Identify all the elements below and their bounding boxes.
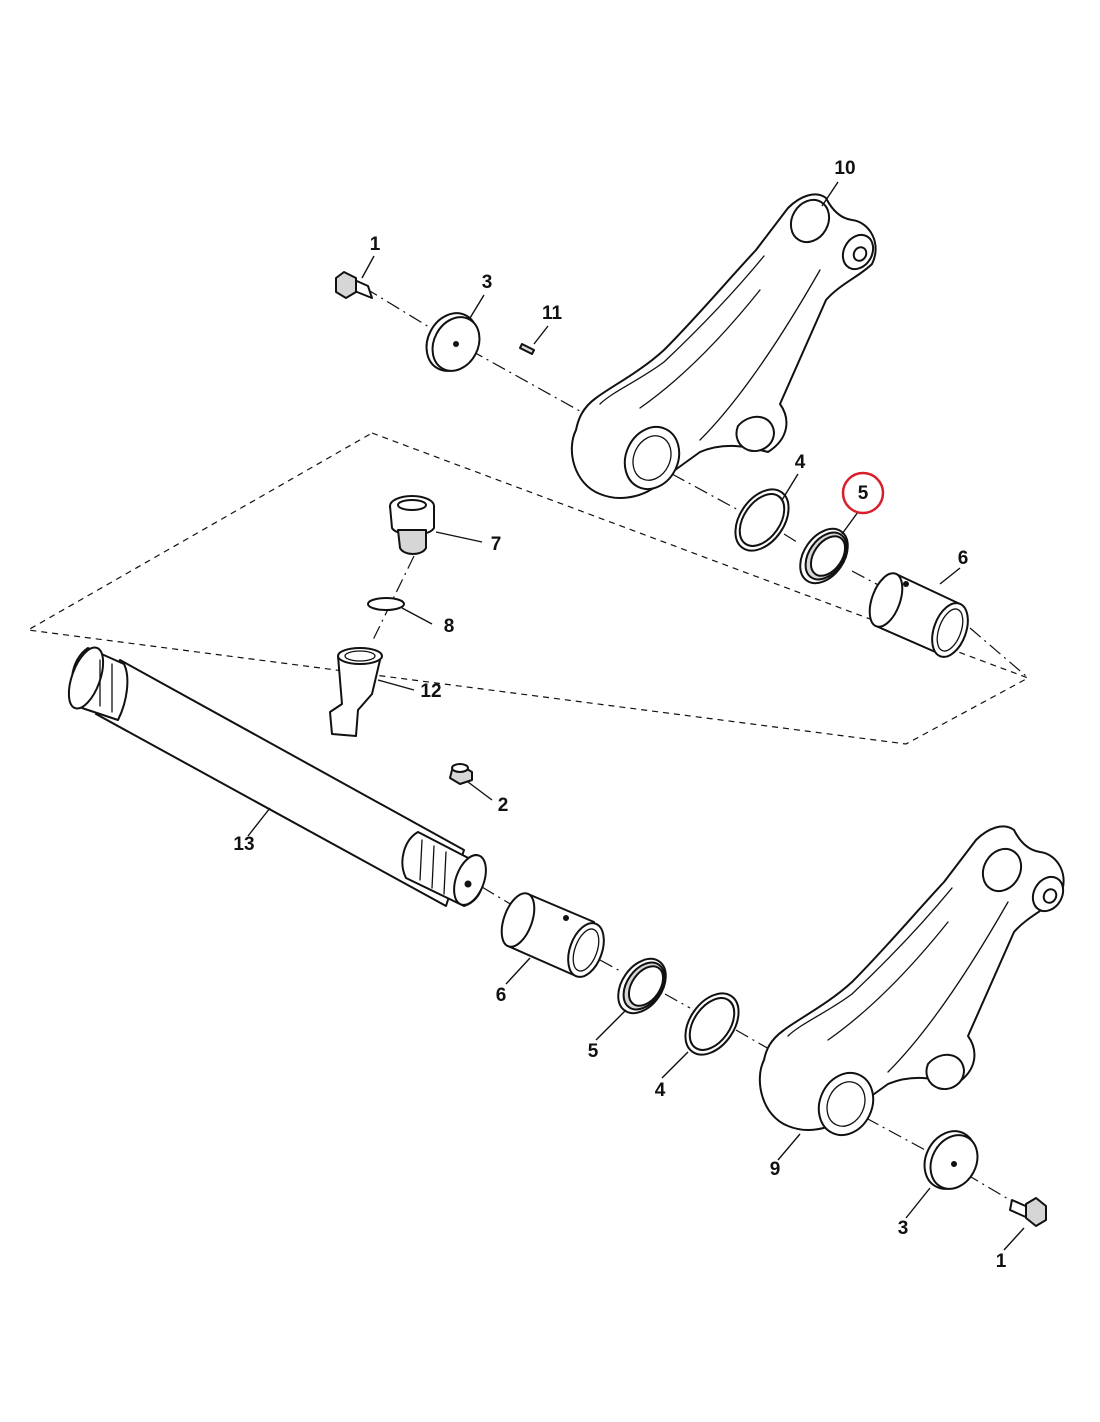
- callout-label: 4: [795, 452, 806, 473]
- callout-label: 10: [834, 158, 855, 179]
- washer-part-3-upper: [425, 312, 481, 372]
- kit-boundary: [26, 432, 1030, 745]
- callout-label: 8: [444, 616, 455, 637]
- ring-part-4-upper: [734, 488, 790, 552]
- tube-part-12: [329, 647, 383, 737]
- highlight-ring: [841, 471, 885, 515]
- leader-lines: [247, 181, 1025, 1251]
- nipple-part-2: [449, 763, 473, 785]
- shaft-part-13: [67, 646, 487, 907]
- oring-part-8: [367, 597, 405, 611]
- callout-label: 5: [858, 483, 869, 504]
- callout-label: 9: [770, 1159, 781, 1180]
- bushing-part-6-lower: [500, 892, 605, 978]
- callout-labels: 10 1 3 11 4 5 6 7 8 12 2 13 6 5 4 9 3 1: [233, 158, 1006, 1272]
- bolt-part-1-lower: [1009, 1197, 1047, 1227]
- callout-label: 7: [491, 534, 502, 555]
- callout-label: 5: [588, 1041, 599, 1062]
- callout-label: 3: [898, 1218, 909, 1239]
- arm-part-9: [758, 825, 1065, 1137]
- callout-label: 1: [370, 234, 381, 255]
- bushing-part-6-upper: [868, 572, 969, 658]
- washer-part-3-lower: [923, 1130, 979, 1190]
- callout-label: 6: [496, 985, 507, 1006]
- arm-part-10: [570, 193, 877, 499]
- callout-label: 6: [958, 548, 969, 569]
- callout-label: 13: [233, 834, 254, 855]
- callout-label: 2: [498, 795, 509, 816]
- callout-label: 1: [996, 1251, 1007, 1272]
- pin-part-11: [519, 343, 535, 355]
- seal-part-5-upper: [799, 527, 849, 585]
- fitting-part-7: [389, 495, 435, 555]
- callout-label: 11: [542, 303, 563, 324]
- ring-part-4-lower: [684, 992, 740, 1056]
- callout-label: 12: [420, 681, 441, 702]
- callout-label: 4: [655, 1080, 666, 1101]
- callout-label: 3: [482, 272, 493, 293]
- bolt-part-1-upper: [335, 271, 373, 299]
- seal-part-5-lower: [617, 957, 667, 1015]
